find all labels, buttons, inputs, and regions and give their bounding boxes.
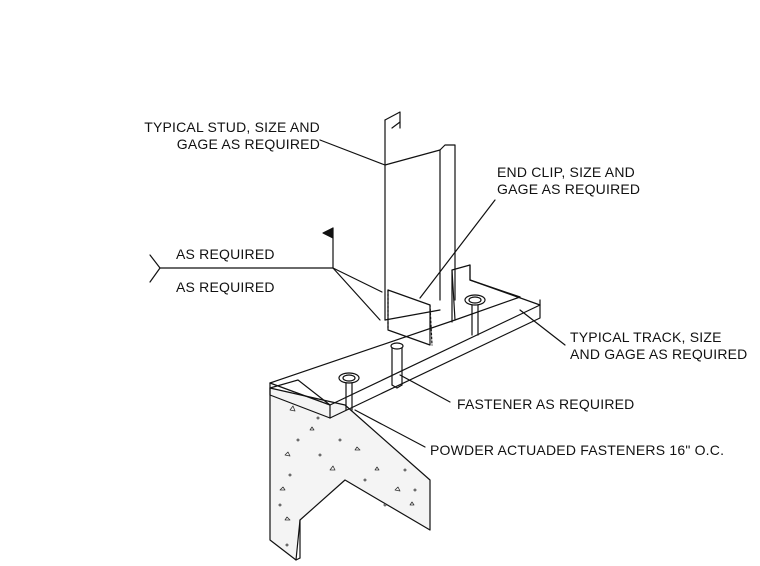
label-track-line1: TYPICAL TRACK, SIZE xyxy=(570,329,722,345)
label-clip-line2: GAGE AS REQUIRED xyxy=(497,181,641,197)
end-clip xyxy=(387,289,433,346)
label-clip-line1: END CLIP, SIZE AND xyxy=(497,164,635,180)
concrete-stipple xyxy=(278,405,417,547)
leader-stud xyxy=(319,139,386,166)
powder-fastener-1 xyxy=(338,372,360,411)
leader-fastener xyxy=(399,374,451,403)
stud xyxy=(384,111,456,321)
label-stud-line2: GAGE AS REQUIRED xyxy=(176,136,320,152)
concrete-slab xyxy=(269,379,431,561)
track xyxy=(269,264,541,419)
label-weld-top: AS REQUIRED xyxy=(176,246,275,262)
label-fastener: FASTENER AS REQUIRED xyxy=(457,396,635,412)
label-powder-fasteners: POWDER ACTUADED FASTENERS 16" O.C. xyxy=(430,442,725,458)
clip-fastener xyxy=(390,342,404,389)
leader-powder xyxy=(354,409,426,448)
label-stud-line1: TYPICAL STUD, SIZE AND xyxy=(144,119,320,135)
label-weld-bottom: AS REQUIRED xyxy=(176,279,275,295)
weld-symbol xyxy=(149,227,383,321)
powder-fastener-2 xyxy=(464,294,486,336)
leader-track xyxy=(519,309,566,346)
leader-clip xyxy=(419,199,496,299)
label-track-line2: AND GAGE AS REQUIRED xyxy=(570,346,748,362)
